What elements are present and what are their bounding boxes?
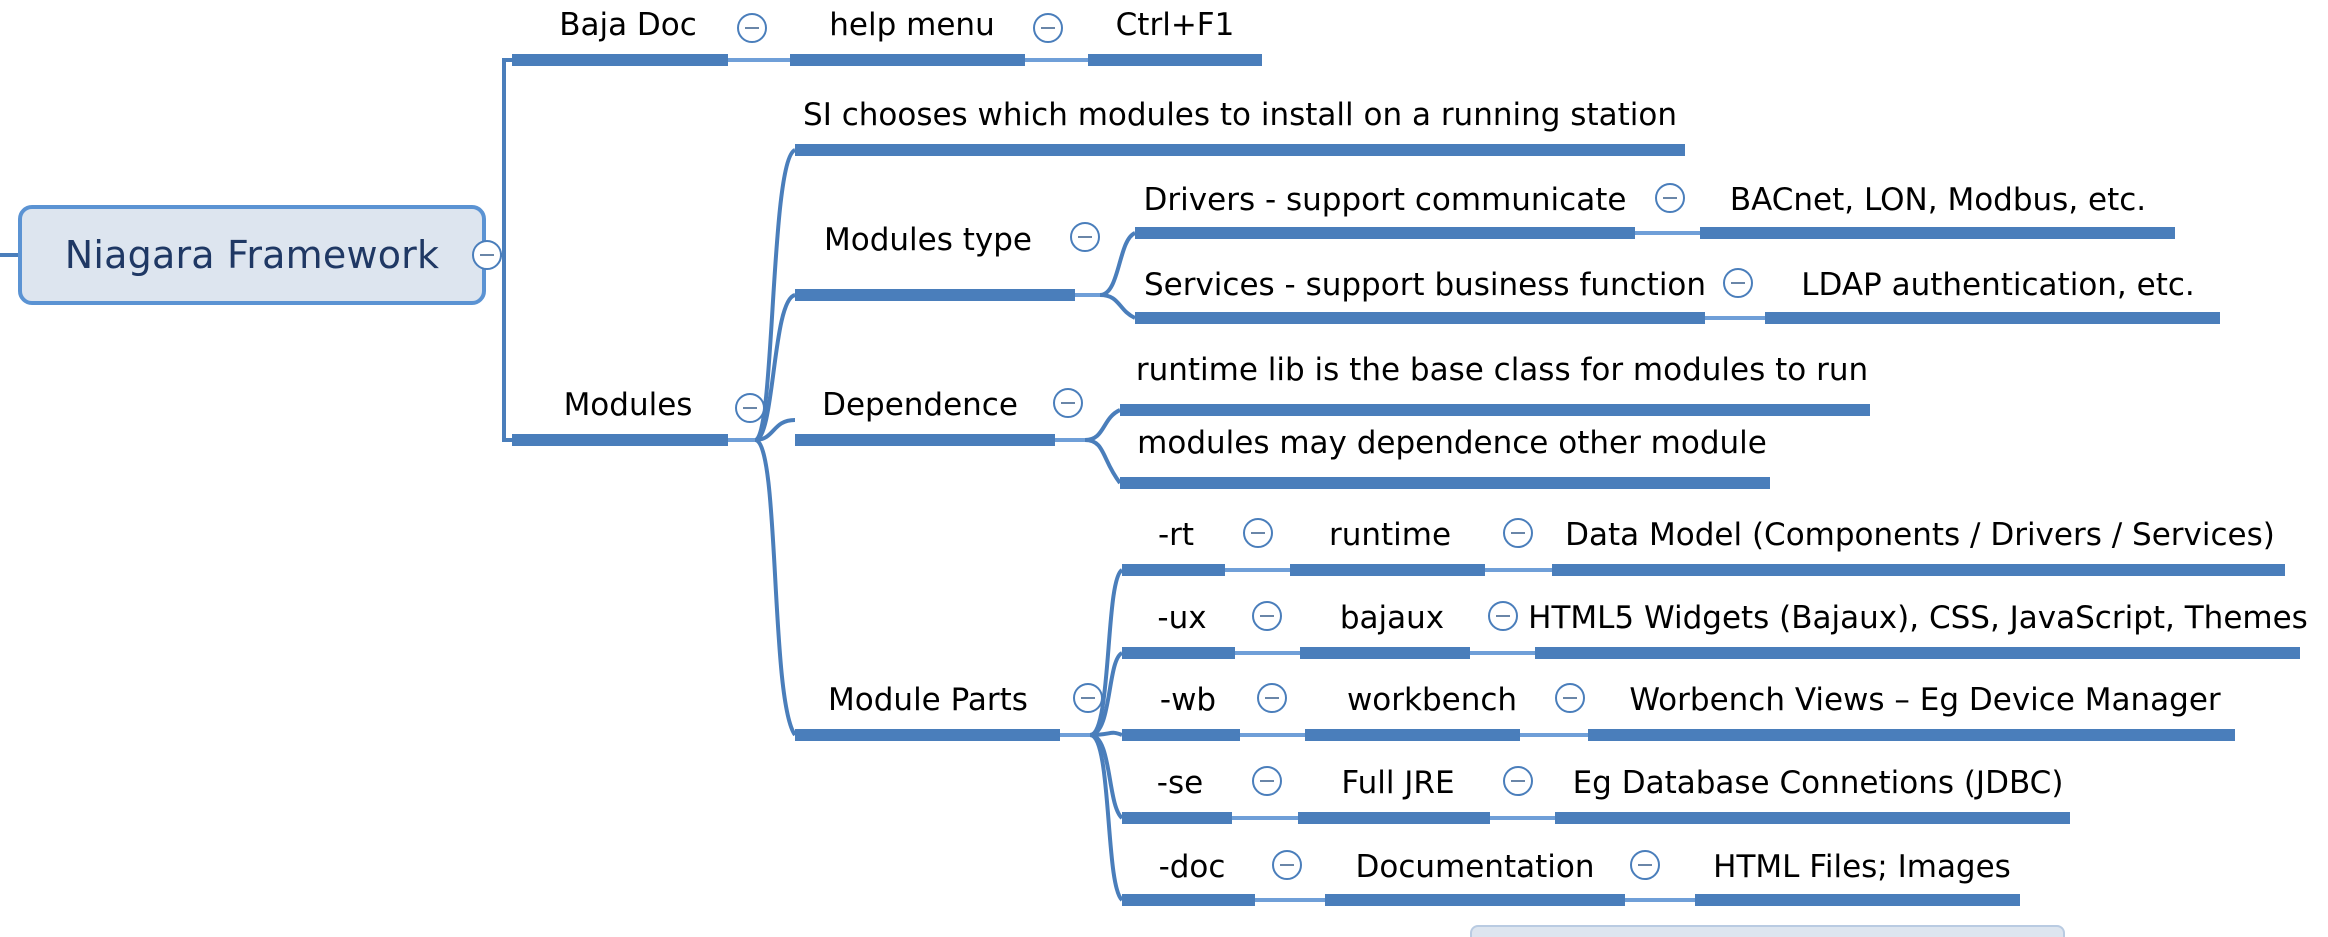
topic-ctrl-f1[interactable]: Ctrl+F1 [1115, 7, 1235, 43]
topic-module-parts[interactable]: Module Parts [828, 682, 1028, 718]
minus-circle-icon[interactable] [1033, 13, 1063, 43]
topic-si-chooses[interactable]: SI chooses which modules to install on a… [803, 97, 1677, 133]
topic-modules[interactable]: Modules [563, 387, 693, 423]
topic-bajaux[interactable]: bajaux [1339, 600, 1445, 636]
topic-runtime-lib[interactable]: runtime lib is the base class for module… [1135, 352, 1869, 388]
topic-workbench[interactable]: workbench [1346, 682, 1518, 718]
topic-se[interactable]: -se [1156, 765, 1204, 801]
minus-circle-icon[interactable] [1073, 683, 1103, 713]
minus-circle-icon[interactable] [1723, 268, 1753, 298]
topic-workbench-views[interactable]: Worbench Views – Eg Device Manager [1629, 682, 2221, 718]
topic-bacnet[interactable]: BACnet, LON, Modbus, etc. [1729, 182, 2147, 218]
minus-circle-icon[interactable] [1555, 683, 1585, 713]
minus-circle-icon[interactable] [1053, 388, 1083, 418]
topic-html-files[interactable]: HTML Files; Images [1713, 849, 2011, 885]
topic-baja-doc[interactable]: Baja Doc [559, 7, 697, 43]
topic-modules-type[interactable]: Modules type [824, 222, 1032, 258]
minus-circle-icon[interactable] [1252, 601, 1282, 631]
minus-circle-icon[interactable] [1503, 518, 1533, 548]
minus-circle-icon[interactable] [1243, 518, 1273, 548]
offscreen-node[interactable] [1470, 925, 2065, 937]
root-node[interactable]: Niagara Framework [18, 205, 486, 305]
topic-ldap[interactable]: LDAP authentication, etc. [1801, 267, 2195, 303]
minus-circle-icon[interactable] [1257, 683, 1287, 713]
topic-documentation[interactable]: Documentation [1355, 849, 1595, 885]
topic-ux[interactable]: -ux [1157, 600, 1207, 636]
topic-eg-database[interactable]: Eg Database Connetions (JDBC) [1572, 765, 2064, 801]
minus-circle-icon[interactable] [1272, 850, 1302, 880]
minus-circle-icon[interactable] [1488, 601, 1518, 631]
minus-circle-icon[interactable] [1630, 850, 1660, 880]
topic-html5-widgets[interactable]: HTML5 Widgets (Bajaux), CSS, JavaScript,… [1528, 600, 2308, 636]
topic-full-jre[interactable]: Full JRE [1341, 765, 1455, 801]
minus-circle-icon[interactable] [1252, 766, 1282, 796]
minus-circle-icon[interactable] [735, 393, 765, 423]
topic-help-menu[interactable]: help menu [829, 7, 995, 43]
topic-runtime[interactable]: runtime [1328, 517, 1452, 553]
topic-doc[interactable]: -doc [1158, 849, 1226, 885]
topic-rt[interactable]: -rt [1157, 517, 1195, 553]
topic-modules-may-depend[interactable]: modules may dependence other module [1137, 425, 1767, 461]
minus-circle-icon[interactable] [737, 13, 767, 43]
topic-wb[interactable]: -wb [1159, 682, 1217, 718]
topic-dependence[interactable]: Dependence [822, 387, 1018, 423]
minus-circle-icon[interactable] [1070, 222, 1100, 252]
topic-services[interactable]: Services - support business function [1143, 267, 1707, 303]
root-node-label: Niagara Framework [64, 233, 440, 277]
topic-drivers[interactable]: Drivers - support communicate [1143, 182, 1627, 218]
minus-circle-icon[interactable] [1503, 766, 1533, 796]
minus-circle-icon[interactable] [1655, 183, 1685, 213]
topic-data-model[interactable]: Data Model (Components / Drivers / Servi… [1565, 517, 2275, 553]
minus-circle-icon[interactable] [472, 240, 502, 270]
